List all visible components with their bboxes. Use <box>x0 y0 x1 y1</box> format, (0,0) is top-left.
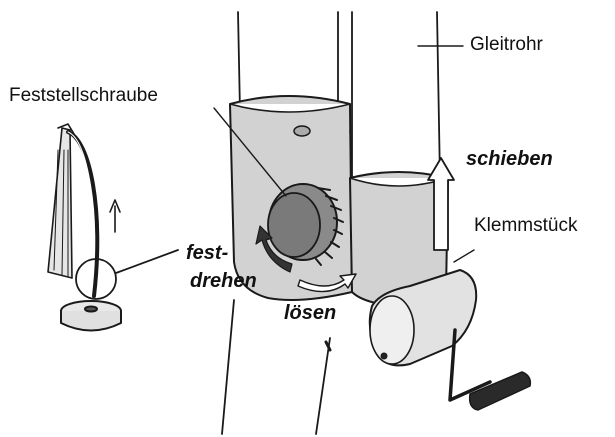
left-pipe-upper <box>237 11 339 113</box>
crank-grip <box>468 371 532 411</box>
label-gleitrohr: Gleitrohr <box>470 34 543 55</box>
crank-shaft <box>448 328 492 402</box>
umbrella-arm-inner <box>67 131 95 297</box>
umbrella-top <box>57 123 75 135</box>
magnify-leader <box>115 249 179 274</box>
label-loesen: lösen <box>284 302 337 324</box>
umbrella-base-side <box>60 310 122 332</box>
feststellschraube-knob <box>267 183 344 266</box>
umbrella-overview <box>47 123 179 332</box>
label-feststellschraube: Feststellschraube <box>9 85 158 106</box>
label-drehen: drehen <box>190 270 257 292</box>
label-schieben: schieben <box>466 148 553 170</box>
umbrella-base-hub <box>84 305 98 313</box>
klemmstueck-leader <box>453 249 475 263</box>
label-fest: fest- <box>186 242 229 264</box>
counterclockwise-arrow-icon <box>297 273 357 293</box>
umbrella-ribs <box>53 149 69 277</box>
clamp-left-opening <box>229 103 351 113</box>
up-arrow-icon <box>109 199 121 233</box>
schieben-arrow <box>427 157 455 251</box>
magnify-circle-icon <box>75 258 117 300</box>
right-pipe-lower <box>315 337 331 435</box>
clamp-top-screw <box>293 125 311 137</box>
clockwise-arrow-icon <box>255 225 293 273</box>
pipe-lower-mark <box>324 340 332 352</box>
clamp-seam <box>349 129 353 179</box>
crank-drum-end <box>369 295 415 365</box>
gleitrohr-pipe <box>351 11 441 181</box>
label-klemmstueck: Klemmstück <box>474 215 578 236</box>
knob-ridges <box>315 187 344 266</box>
knob-face <box>267 192 321 258</box>
umbrella-canopy <box>47 127 73 279</box>
left-pipe-lower <box>221 299 235 435</box>
feststellschraube-leader <box>213 107 287 197</box>
crank-drum-dot <box>380 352 388 360</box>
